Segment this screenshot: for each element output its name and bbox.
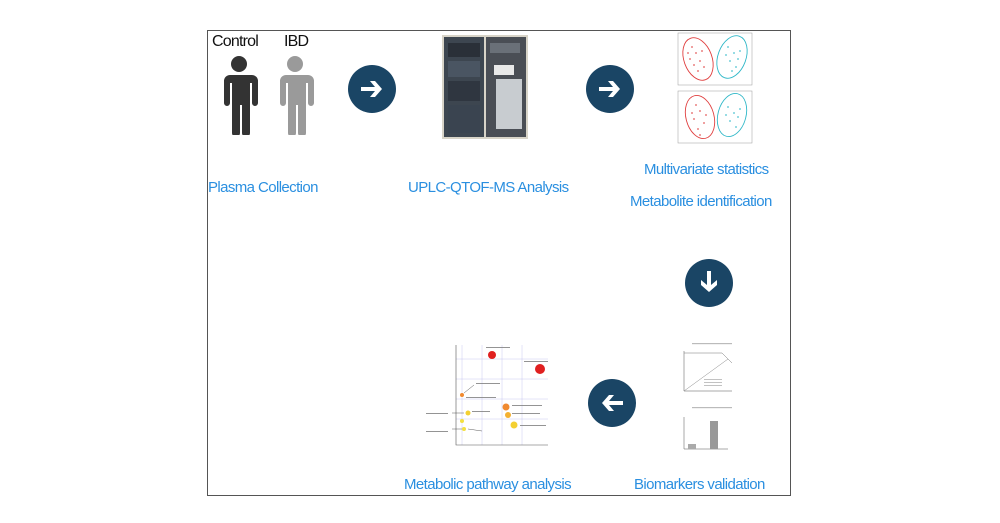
arrow-right-icon [586, 65, 634, 113]
arrow-down-icon [685, 259, 733, 307]
plasma-collection-label: Plasma Collection [208, 179, 318, 196]
control-label: Control [212, 33, 259, 50]
pathway-bubble-chart-image [426, 345, 548, 446]
biomarkers-validation-label: Biomarkers validation [634, 476, 765, 493]
control-person-icon [224, 56, 258, 135]
metabolite-identification-label: Metabolite identification [630, 193, 772, 210]
uplc-instrument-image [442, 35, 528, 139]
workflow-diagram: Control IBD Plasma Collection UPLC-QTOF-… [207, 30, 791, 496]
ibd-label: IBD [284, 33, 309, 50]
multivariate-label: Multivariate statistics [644, 161, 769, 178]
uplc-label: UPLC-QTOF-MS Analysis [408, 179, 569, 196]
biomarker-charts-image [683, 343, 733, 450]
arrow-right-icon [348, 65, 396, 113]
ibd-person-icon [280, 56, 314, 135]
pathway-analysis-label: Metabolic pathway analysis [404, 476, 572, 493]
score-plots-image [677, 32, 753, 144]
arrow-left-icon [588, 379, 636, 427]
